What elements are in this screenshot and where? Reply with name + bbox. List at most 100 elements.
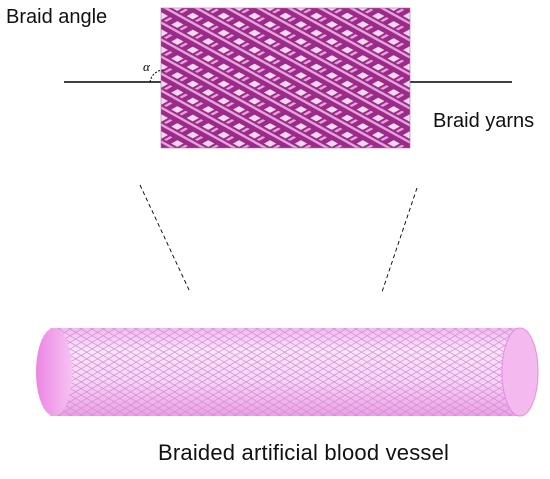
braid-outline bbox=[160, 7, 411, 149]
braid-yarns-descending bbox=[161, 0, 410, 148]
braid-yarn-highlight bbox=[161, 55, 330, 148]
vessel-mesh-line bbox=[475, 388, 520, 416]
braid-yarn-highlight bbox=[333, 106, 410, 148]
vessel-mesh-line bbox=[398, 328, 520, 402]
vessel-mesh-line bbox=[299, 328, 447, 416]
braid-yarn bbox=[215, 8, 410, 114]
braid-yarn bbox=[161, 8, 294, 80]
braid-yarn-highlight bbox=[161, 72, 299, 148]
vessel-mesh-line bbox=[112, 328, 260, 416]
vessel-mesh-line bbox=[50, 382, 106, 416]
vessel-mesh-line bbox=[365, 328, 513, 416]
vessel-right-end-rim bbox=[501, 327, 539, 417]
braid-yarn bbox=[161, 139, 180, 148]
vessel-mesh-line bbox=[321, 328, 469, 416]
braid-yarn bbox=[161, 88, 273, 148]
braid-yarn bbox=[161, 54, 334, 148]
braid-yarn-highlight bbox=[317, 8, 410, 59]
vessel-mesh-line bbox=[409, 328, 520, 395]
braid-angle-label: Braid angle bbox=[6, 6, 108, 28]
braid-yarn bbox=[391, 139, 410, 148]
vessel-mesh-line bbox=[134, 328, 282, 416]
vessel-left-end bbox=[36, 328, 72, 416]
vessel-mesh-line bbox=[244, 328, 392, 416]
vessel-mesh-line bbox=[277, 328, 425, 416]
alpha-symbol: α bbox=[143, 59, 151, 74]
vessel-mesh-line bbox=[156, 328, 304, 416]
vessel-mesh-line bbox=[211, 328, 359, 416]
vessel-mesh-line bbox=[310, 328, 458, 416]
vessel-mesh-line bbox=[50, 342, 172, 416]
vessel-mesh-line bbox=[123, 328, 271, 416]
braid-yarn-highlight bbox=[255, 8, 410, 93]
vessel-mesh-line bbox=[332, 328, 480, 416]
vessel-mesh-line bbox=[189, 328, 337, 416]
braid-yarn bbox=[298, 88, 410, 148]
braid-yarn bbox=[161, 8, 264, 63]
vessel-mesh-line bbox=[475, 328, 520, 356]
vessel-mesh-line bbox=[255, 328, 403, 416]
connector-line-right bbox=[381, 187, 418, 293]
vessel-mesh-line bbox=[145, 328, 293, 416]
vessel-mesh-line bbox=[453, 328, 520, 369]
braid-yarn-highlight bbox=[161, 140, 176, 148]
braid-yarn-highlight bbox=[162, 8, 410, 144]
vessel-mesh-line bbox=[222, 328, 370, 416]
braid-yarn-highlight bbox=[161, 0, 410, 7]
vessel-mesh-line bbox=[50, 356, 150, 416]
braid-yarn bbox=[161, 8, 410, 148]
vessel-right-end bbox=[502, 328, 538, 416]
braid-yarn-highlight bbox=[303, 89, 410, 148]
braid-yarn bbox=[161, 71, 303, 148]
braid-yarn bbox=[161, 8, 233, 46]
vessel-mesh-line bbox=[57, 328, 205, 416]
vessel-mesh-line bbox=[50, 328, 117, 369]
vessel-mesh-line bbox=[464, 382, 520, 416]
braid-yarn-highlight bbox=[348, 8, 410, 42]
vessel-caption: Braided artificial blood vessel bbox=[158, 440, 450, 465]
braid-yarn-highlight bbox=[395, 140, 410, 148]
vessel-mesh-line bbox=[288, 328, 436, 416]
connector-line-left bbox=[139, 184, 191, 293]
vessel-mesh-line bbox=[354, 328, 502, 416]
angle-arc-icon bbox=[149, 69, 165, 83]
vessel-mesh-line bbox=[343, 328, 491, 416]
vessel-mesh-line bbox=[376, 328, 520, 415]
vessel-mesh-line bbox=[464, 328, 520, 362]
braid-yarn-highlight bbox=[161, 21, 392, 148]
braid-yarn-highlight bbox=[161, 38, 361, 148]
braid-yarn-highlight bbox=[161, 123, 207, 148]
braid-yarn bbox=[161, 20, 396, 148]
vessel-mesh-line bbox=[68, 328, 216, 416]
braid-yarn bbox=[277, 8, 410, 80]
braid-yarn-highlight bbox=[364, 123, 410, 148]
braid-yarn-highlight bbox=[224, 8, 410, 110]
vessel-mesh-line bbox=[50, 328, 106, 362]
vessel-mesh-line bbox=[453, 375, 520, 416]
braid-yarn-highlight bbox=[161, 106, 238, 148]
braid-yarn bbox=[161, 105, 242, 148]
braid-yarn bbox=[329, 105, 410, 148]
blood-vessel-tube bbox=[36, 327, 539, 417]
vessel-mesh-line bbox=[50, 389, 95, 416]
vessel-mesh-line bbox=[50, 375, 117, 416]
braid-yarn bbox=[307, 8, 410, 63]
vessel-mesh-line bbox=[266, 328, 414, 416]
braid-yarn bbox=[161, 8, 171, 12]
braid-yarn bbox=[246, 8, 410, 97]
braid-yarns-label: Braid yarns bbox=[433, 110, 535, 132]
vessel-mesh-line bbox=[178, 328, 326, 416]
vessel-mesh-line bbox=[420, 328, 520, 389]
braid-yarn-highlight bbox=[161, 0, 410, 7]
braid-yarn-highlight bbox=[286, 8, 410, 76]
vessel-mesh-line bbox=[50, 329, 194, 416]
braid-yarn bbox=[400, 8, 410, 12]
braid-sample bbox=[161, 0, 410, 148]
vessel-mesh-line bbox=[200, 328, 348, 416]
vessel-mesh-line bbox=[79, 328, 227, 416]
braid-yarn bbox=[161, 37, 365, 148]
braid-yarn bbox=[184, 8, 410, 131]
braid-yarn bbox=[338, 8, 410, 46]
